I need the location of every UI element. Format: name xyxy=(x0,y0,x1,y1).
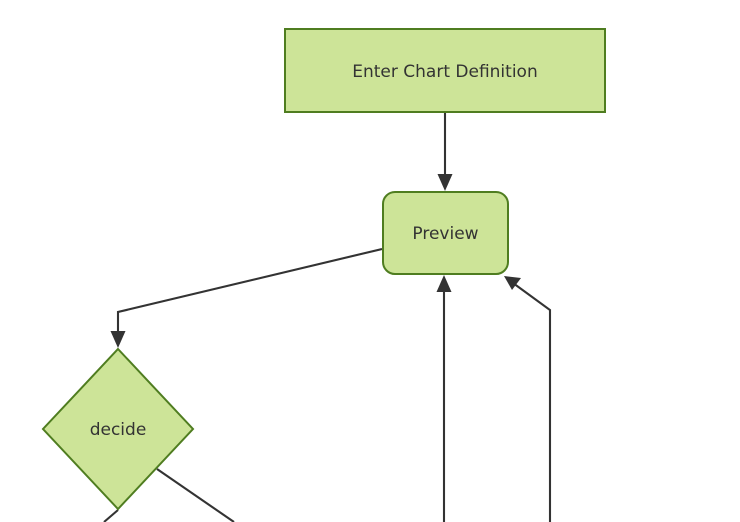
edge-bottom-center-to-preview xyxy=(436,275,452,522)
node-decide[interactable]: decide xyxy=(41,347,195,511)
node-enter-chart-definition-shape xyxy=(284,28,606,113)
node-decide-label: decide xyxy=(90,420,147,440)
node-layer: Enter Chart Definition Preview decide xyxy=(41,28,606,511)
edge-decide-to-below-right xyxy=(156,468,235,522)
edge-bottom-right-to-preview xyxy=(504,276,552,522)
node-preview[interactable]: Preview xyxy=(382,191,509,275)
edge-layer xyxy=(103,113,552,522)
arrowhead-into-decide-top xyxy=(110,331,126,348)
node-preview-shape xyxy=(382,191,509,275)
node-preview-label: Preview xyxy=(412,224,478,244)
edge-decide-to-below-left xyxy=(103,509,119,522)
arrowhead-into-preview-bottom-right xyxy=(504,276,521,290)
edge-preview-to-decide xyxy=(110,247,383,348)
node-enter-chart-definition-label: Enter Chart Definition xyxy=(352,62,537,82)
arrowhead-into-preview-bottom-center xyxy=(436,275,452,292)
edge-enter-to-preview xyxy=(437,113,453,191)
edge-preview-to-decide-line xyxy=(116,247,383,337)
edge-bottom-right-line xyxy=(512,282,552,522)
node-decide-shape xyxy=(41,347,195,511)
node-enter-chart-definition[interactable]: Enter Chart Definition xyxy=(284,28,606,113)
arrowhead-into-preview-top xyxy=(437,174,453,191)
